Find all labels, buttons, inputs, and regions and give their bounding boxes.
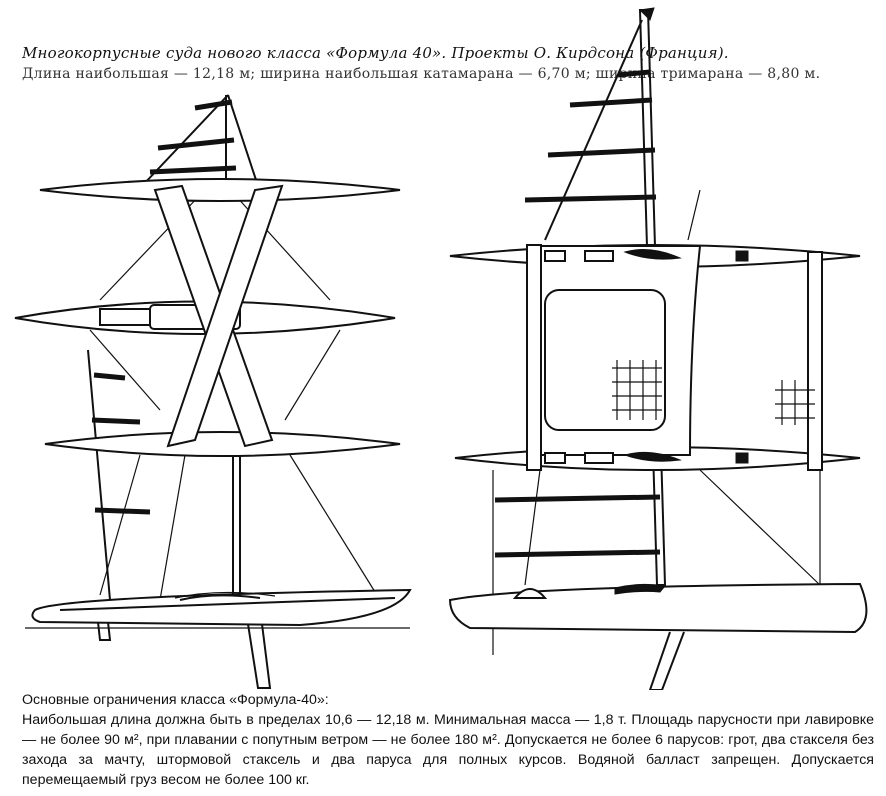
catamaran-side-hull — [448, 582, 868, 634]
class-rules: Основные ограничения класса «Формула-40»… — [22, 690, 874, 790]
catamaran-drawing — [448, 7, 868, 690]
trimaran-float-top — [39, 178, 401, 202]
trimaran-float-bottom — [44, 431, 401, 457]
trimaran-side-hull — [31, 588, 412, 627]
trimaran-drawing — [14, 94, 412, 689]
rules-title: Основные ограничения класса «Формула-40»… — [22, 692, 329, 708]
rules-body: Наибольшая длина должна быть в пределах … — [22, 712, 874, 788]
sailboat-drawings — [14, 7, 868, 690]
figure-caption: Многокорпусные суда нового класса «Форму… — [22, 44, 729, 62]
